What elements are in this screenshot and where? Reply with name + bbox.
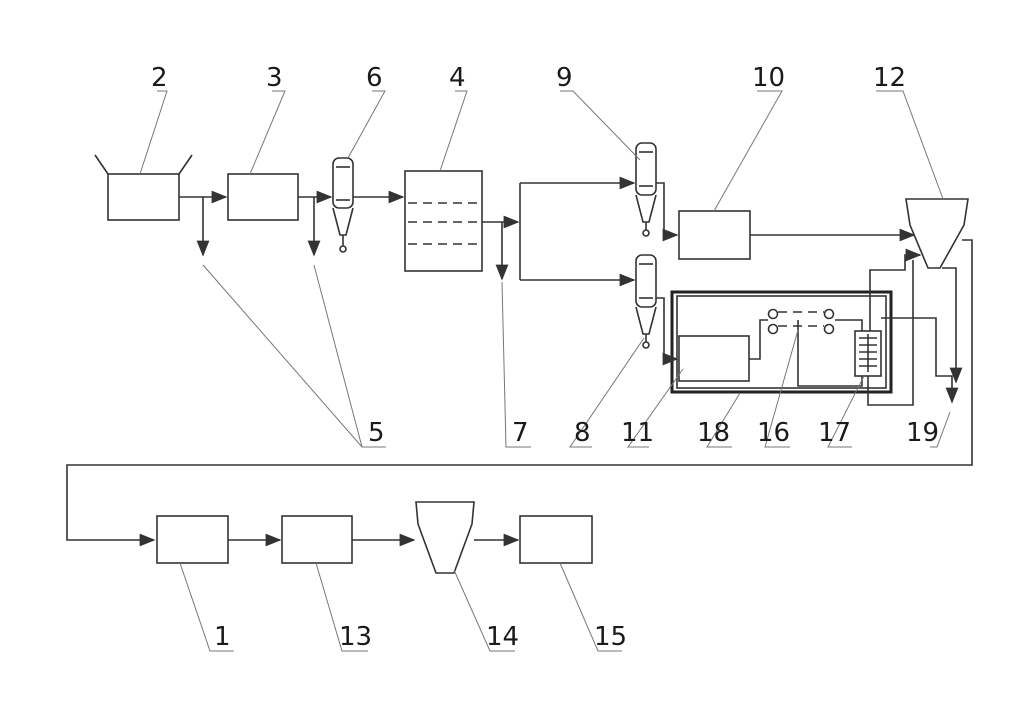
unit-15 — [519, 515, 593, 564]
cyclone-6 — [332, 157, 354, 253]
separator-4 — [404, 170, 483, 272]
label-17: 17 — [818, 418, 851, 448]
label-12: 12 — [873, 63, 906, 93]
unit-3 — [227, 173, 299, 221]
roller-assembly-16 — [767, 308, 835, 335]
label-1: 1 — [214, 622, 231, 652]
unit-10 — [678, 210, 751, 260]
label-9: 9 — [556, 63, 573, 93]
cyclone-9 — [635, 142, 657, 237]
label-7: 7 — [512, 418, 529, 448]
cyclone-8 — [635, 254, 657, 349]
label-18: 18 — [697, 418, 730, 448]
label-13: 13 — [339, 622, 372, 652]
label-3: 3 — [266, 63, 283, 93]
unit-1 — [156, 515, 229, 564]
hopper-14 — [415, 501, 475, 574]
unit-11 — [678, 335, 750, 382]
heat-exchanger-17 — [854, 330, 882, 377]
label-19: 19 — [906, 418, 939, 448]
label-10: 10 — [752, 63, 785, 93]
leader-lines — [139, 90, 951, 652]
label-6: 6 — [366, 63, 383, 93]
hopper-12 — [905, 198, 969, 269]
label-15: 15 — [594, 622, 627, 652]
label-8: 8 — [574, 418, 591, 448]
hopper-2 — [94, 154, 193, 221]
unit-13 — [281, 515, 353, 564]
label-11: 11 — [621, 418, 654, 448]
label-2: 2 — [151, 63, 168, 93]
enclosure-18 — [670, 290, 893, 394]
label-16: 16 — [757, 418, 790, 448]
label-14: 14 — [486, 622, 519, 652]
label-5: 5 — [368, 418, 385, 448]
label-4: 4 — [449, 63, 466, 93]
